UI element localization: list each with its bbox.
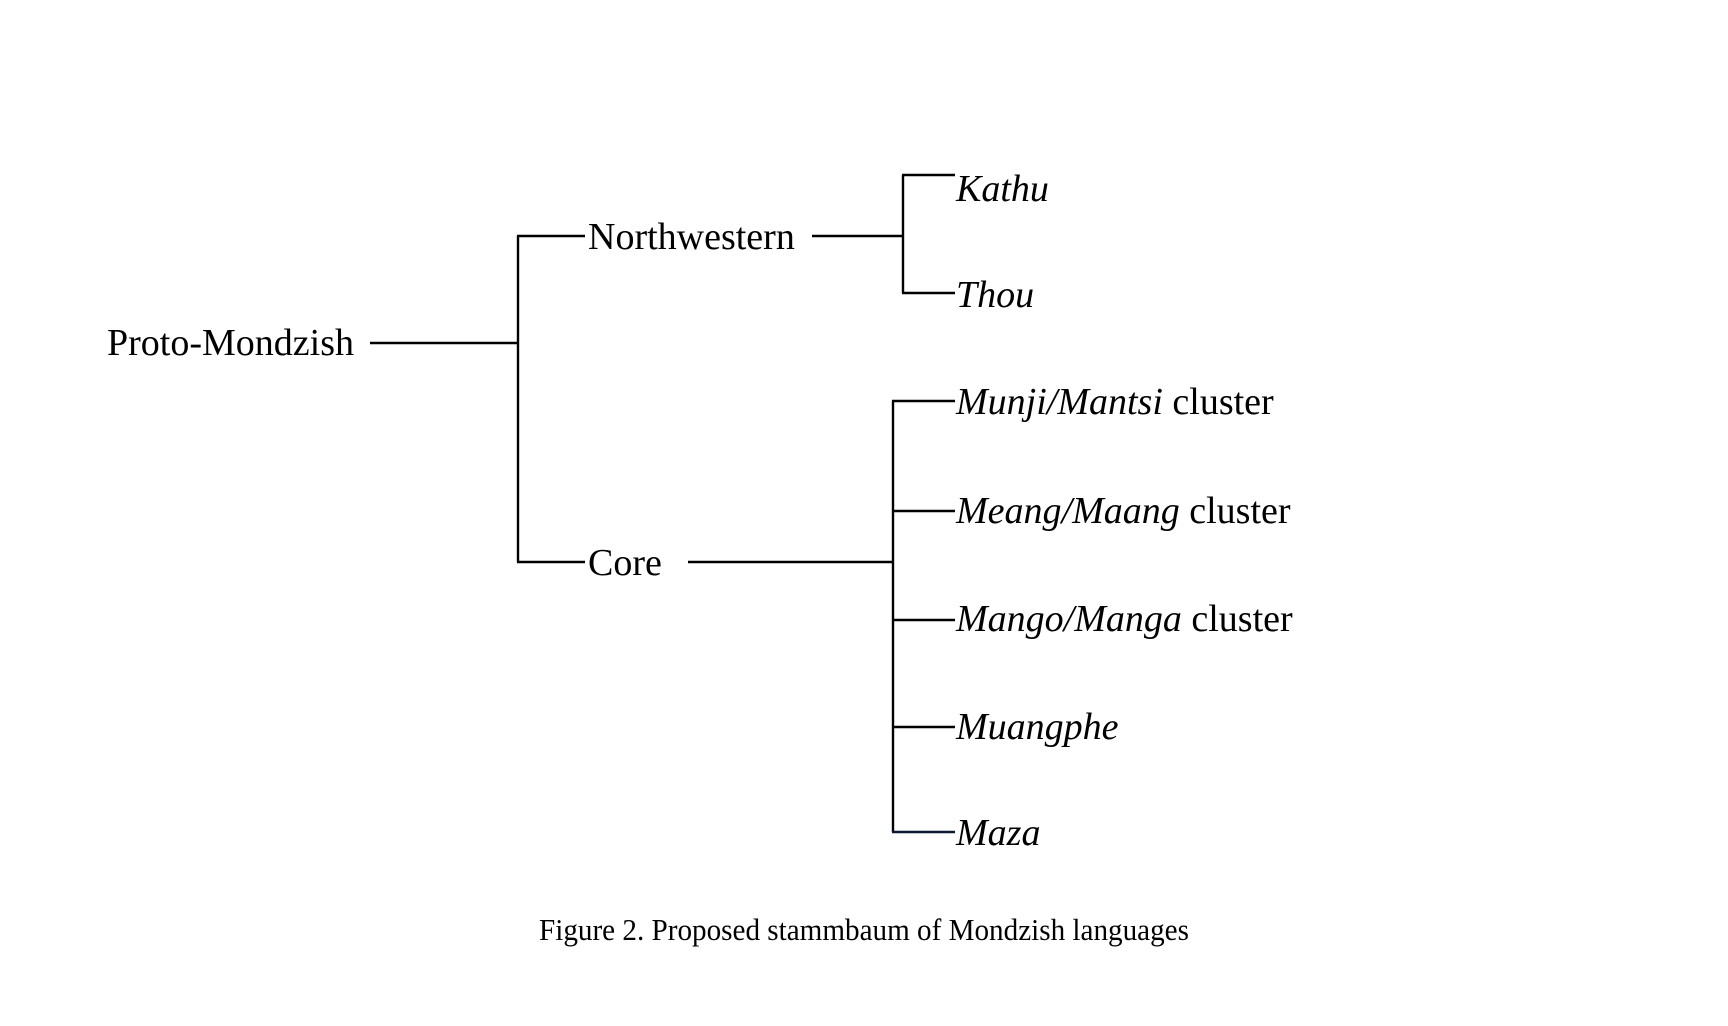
branch-label-northwestern: Northwestern bbox=[588, 216, 795, 258]
leaf-muangphe: Muangphe bbox=[955, 706, 1119, 748]
leaf-maza: Maza bbox=[955, 812, 1040, 854]
leaf-kathu: Kathu bbox=[955, 168, 1049, 210]
root-label: Proto-Mondzish bbox=[107, 322, 354, 364]
leaf-meang-maang-cluster: Meang/Maang cluster bbox=[955, 490, 1291, 532]
figure-caption: Figure 2. Proposed stammbaum of Mondzish… bbox=[539, 912, 1189, 947]
branch-label-core: Core bbox=[588, 542, 662, 584]
leaf-thou: Thou bbox=[956, 274, 1034, 316]
leaf-mango-manga-cluster: Mango/Manga cluster bbox=[955, 598, 1293, 640]
leaf-munji-mantsi-cluster: Munji/Mantsi cluster bbox=[955, 381, 1274, 423]
